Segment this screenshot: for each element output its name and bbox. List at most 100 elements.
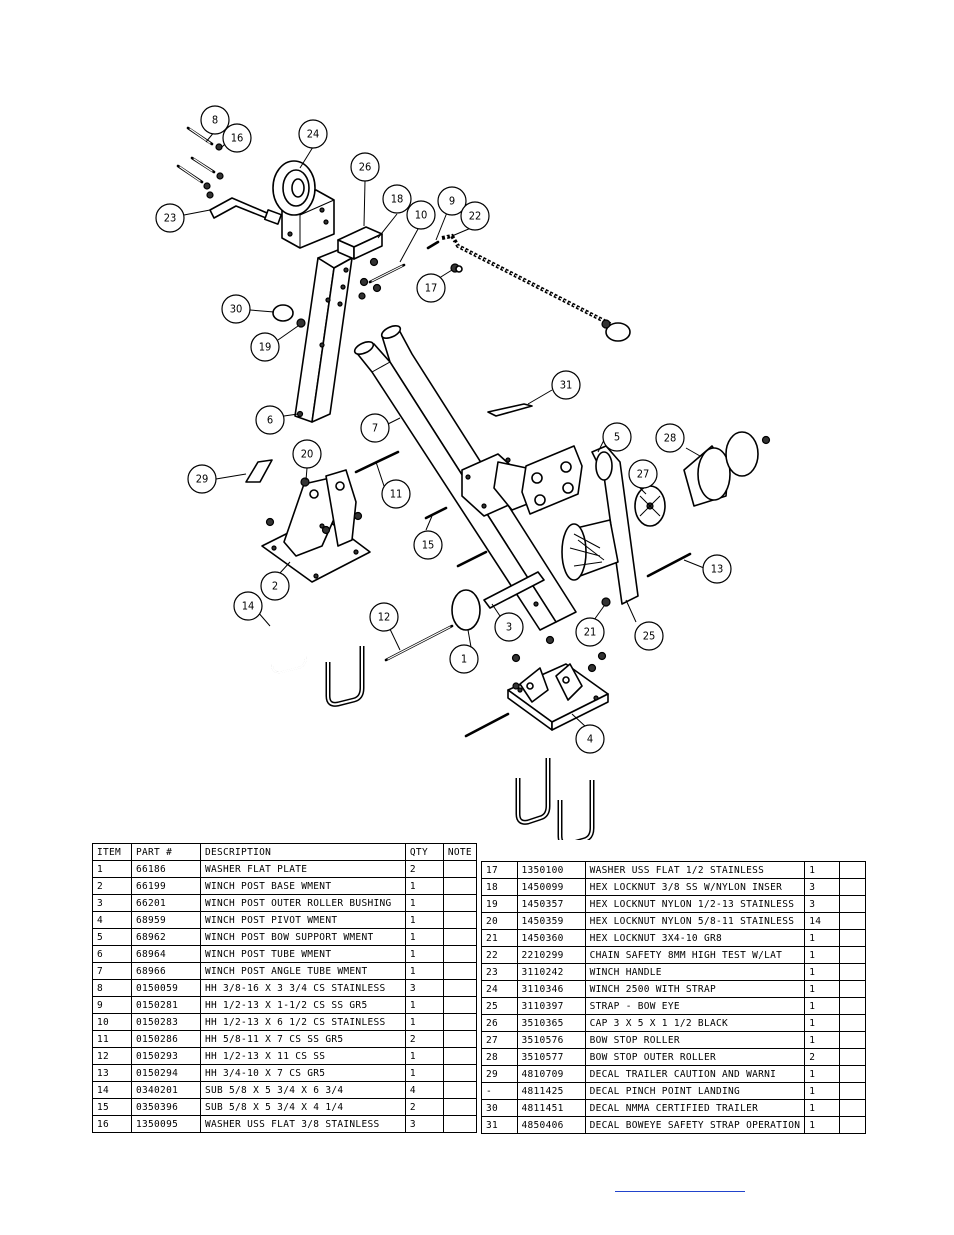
bom-cell-description: WINCH POST PIVOT WMENT <box>199 911 406 929</box>
bom-cell-item: 14 <box>92 1081 132 1099</box>
bom-cell-part: 4810709 <box>516 1065 586 1083</box>
bom-cell-description: CAP 3 X 5 X 1 1/2 BLACK <box>584 1014 806 1032</box>
bom-cell-note <box>838 1099 867 1117</box>
bow-stop-rollers <box>561 431 771 581</box>
bom-cell-note <box>838 878 867 896</box>
winch-post-base <box>261 469 371 583</box>
nmma-decal <box>272 304 294 322</box>
washer-flat-plate <box>451 589 481 631</box>
caution-decal <box>245 459 273 483</box>
balloon: 25 <box>634 621 664 651</box>
col-item: ITEM <box>92 843 132 861</box>
bom-cell-item: 31 <box>481 1116 518 1134</box>
bom-cell-note <box>838 1014 867 1032</box>
balloon-label: 18 <box>391 193 404 206</box>
balloon-label: 28 <box>664 432 677 445</box>
bom-cell-part: 0150294 <box>130 1064 201 1082</box>
bom-cell-item: 6 <box>92 945 132 963</box>
bom-cell-note <box>442 945 478 963</box>
bom-cell-item: 21 <box>481 929 518 947</box>
bom-cell-item: 5 <box>92 928 132 946</box>
hyperlink-underline[interactable] <box>615 1191 745 1192</box>
bom-cell-qty: 1 <box>804 963 840 981</box>
bom-cell-qty: 1 <box>804 1014 840 1032</box>
balloon-label: 10 <box>415 209 428 222</box>
balloon-label: 24 <box>307 128 320 141</box>
balloon: 2 <box>260 571 290 601</box>
balloon: 3 <box>494 612 524 642</box>
bom-cell-part: 1450360 <box>516 929 586 947</box>
col-note: NOTE <box>442 843 478 861</box>
winch-post-tube <box>294 249 353 423</box>
balloon-label: 12 <box>378 611 391 624</box>
bom-cell-part: 68964 <box>130 945 201 963</box>
balloon-label: 1 <box>461 653 467 666</box>
winch-post-pivot <box>507 635 609 731</box>
bom-cell-note <box>442 928 478 946</box>
bom-cell-qty: 1 <box>404 945 444 963</box>
bom-cell-note <box>838 997 867 1015</box>
balloon: 26 <box>350 152 380 182</box>
balloon: 4 <box>575 724 605 754</box>
bom-cell-item: 22 <box>481 946 518 964</box>
bom-cell-note <box>838 929 867 947</box>
balloon: 18 <box>382 184 412 214</box>
balloon: 10 <box>406 200 436 230</box>
bom-cell-description: DECAL NMMA CERTIFIED TRAILER <box>584 1099 806 1117</box>
u-bolts-14 <box>271 614 365 707</box>
bom-cell-part: 0340201 <box>130 1081 201 1099</box>
bom-cell-description: HEX LOCKNUT 3X4-10 GR8 <box>584 929 806 947</box>
bom-cell-note <box>838 861 867 879</box>
hex-bolt-9 <box>426 240 440 250</box>
bom-cell-part: 0150283 <box>130 1013 201 1031</box>
bom-cell-description: WINCH POST TUBE WMENT <box>199 945 406 963</box>
balloon: 20 <box>292 439 322 469</box>
balloon-label: 2 <box>272 580 278 593</box>
balloon-label: 4 <box>587 733 593 746</box>
bom-cell-note <box>442 1047 478 1065</box>
balloon-label: 3 <box>506 621 512 634</box>
balloon: 5 <box>602 422 632 452</box>
bom-cell-description: WINCH 2500 WITH STRAP <box>584 980 806 998</box>
balloon-label: 9 <box>449 195 455 208</box>
bom-cell-part: 0150281 <box>130 996 201 1014</box>
bom-cell-note <box>838 980 867 998</box>
bom-cell-description: WINCH POST BASE WMENT <box>199 877 406 895</box>
balloon: 13 <box>702 554 732 584</box>
bom-cell-qty: 1 <box>404 996 444 1014</box>
col-description: DESCRIPTION <box>199 843 406 861</box>
bom-cell-qty: 3 <box>804 878 840 896</box>
balloon-label: 29 <box>196 473 209 486</box>
balloon: 1 <box>449 644 479 674</box>
balloon-label: 20 <box>301 448 314 461</box>
bom-cell-part: 4811451 <box>516 1099 586 1117</box>
bom-cell-note <box>838 1048 867 1066</box>
bom-cell-item: 27 <box>481 1031 518 1049</box>
balloon-label: 19 <box>259 341 272 354</box>
balloon: 16 <box>222 123 252 153</box>
exploded-assembly-diagram: 8162426181092217233019673152827202911151… <box>155 105 771 840</box>
bom-cell-description: BOW STOP ROLLER <box>584 1031 806 1049</box>
bom-cell-description: WINCH POST BOW SUPPORT WMENT <box>199 928 406 946</box>
bom-cell-description: BOW STOP OUTER ROLLER <box>584 1048 806 1066</box>
balloon: 9 <box>437 186 467 216</box>
bom-cell-note <box>442 1098 478 1116</box>
bom-cell-item: 10 <box>92 1013 132 1031</box>
bom-cell-item: 11 <box>92 1030 132 1048</box>
balloon-label: 13 <box>711 563 724 576</box>
